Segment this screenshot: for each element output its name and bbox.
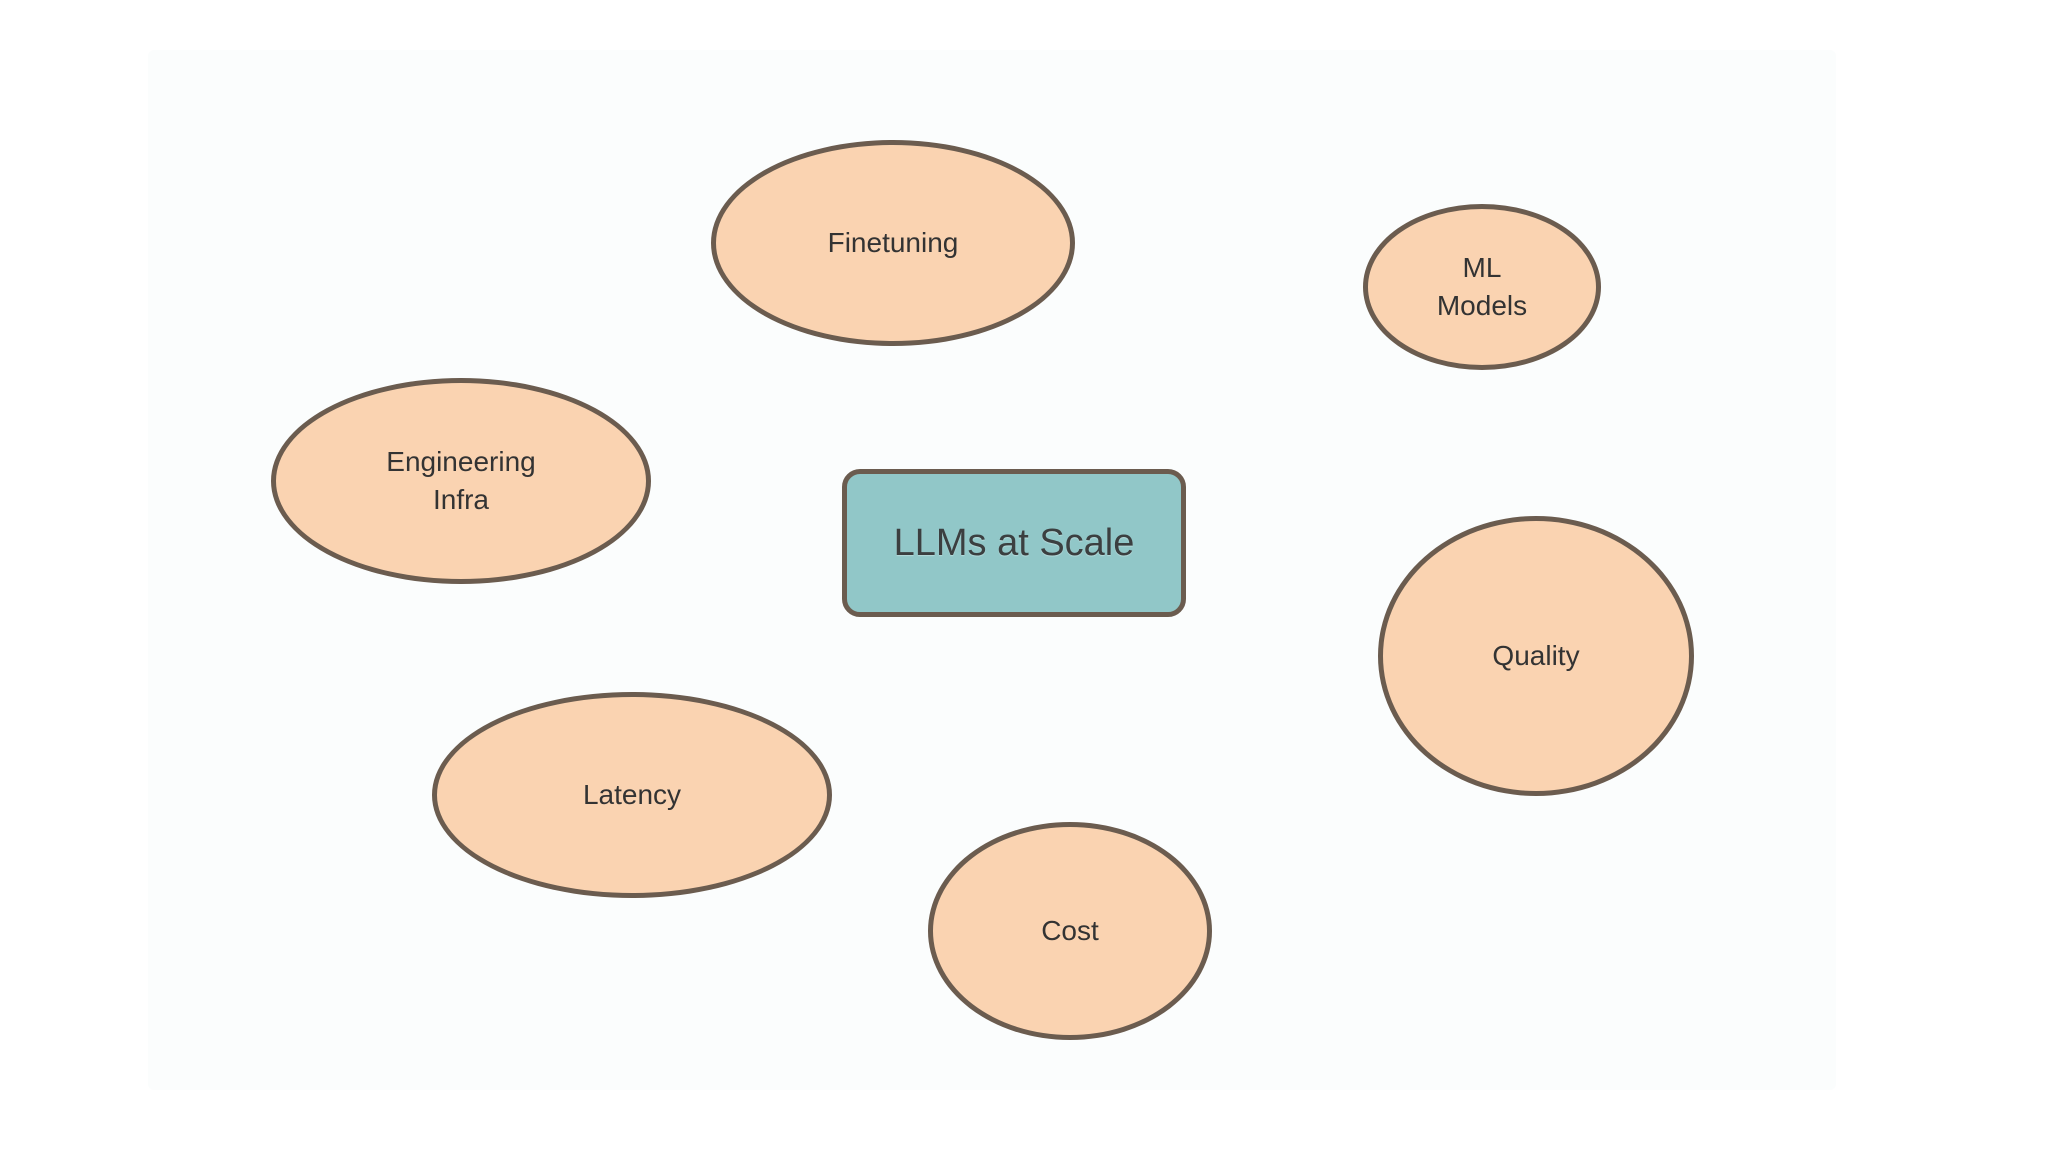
node-finetuning: Finetuning	[711, 140, 1075, 346]
center-topic-label: LLMs at Scale	[893, 521, 1135, 564]
node-latency: Latency	[432, 692, 832, 898]
node-ml-models-label-line2: Models	[1436, 290, 1528, 321]
node-quality-label: Quality	[1492, 640, 1580, 672]
node-cost-label: Cost	[1041, 915, 1099, 947]
node-finetuning-label: Finetuning	[827, 227, 959, 259]
node-ml-models: ML Models	[1363, 204, 1601, 370]
node-ml-models-label-line1: ML	[1462, 252, 1502, 284]
node-engineering-infra-label-line2: Infra	[432, 484, 489, 515]
node-engineering-infra-label-line1: Engineering	[386, 446, 536, 478]
node-quality: Quality	[1378, 516, 1694, 796]
node-cost: Cost	[928, 822, 1212, 1040]
node-engineering-infra: Engineering Infra	[271, 378, 651, 584]
center-topic: LLMs at Scale	[842, 469, 1186, 617]
node-latency-label: Latency	[582, 779, 682, 811]
